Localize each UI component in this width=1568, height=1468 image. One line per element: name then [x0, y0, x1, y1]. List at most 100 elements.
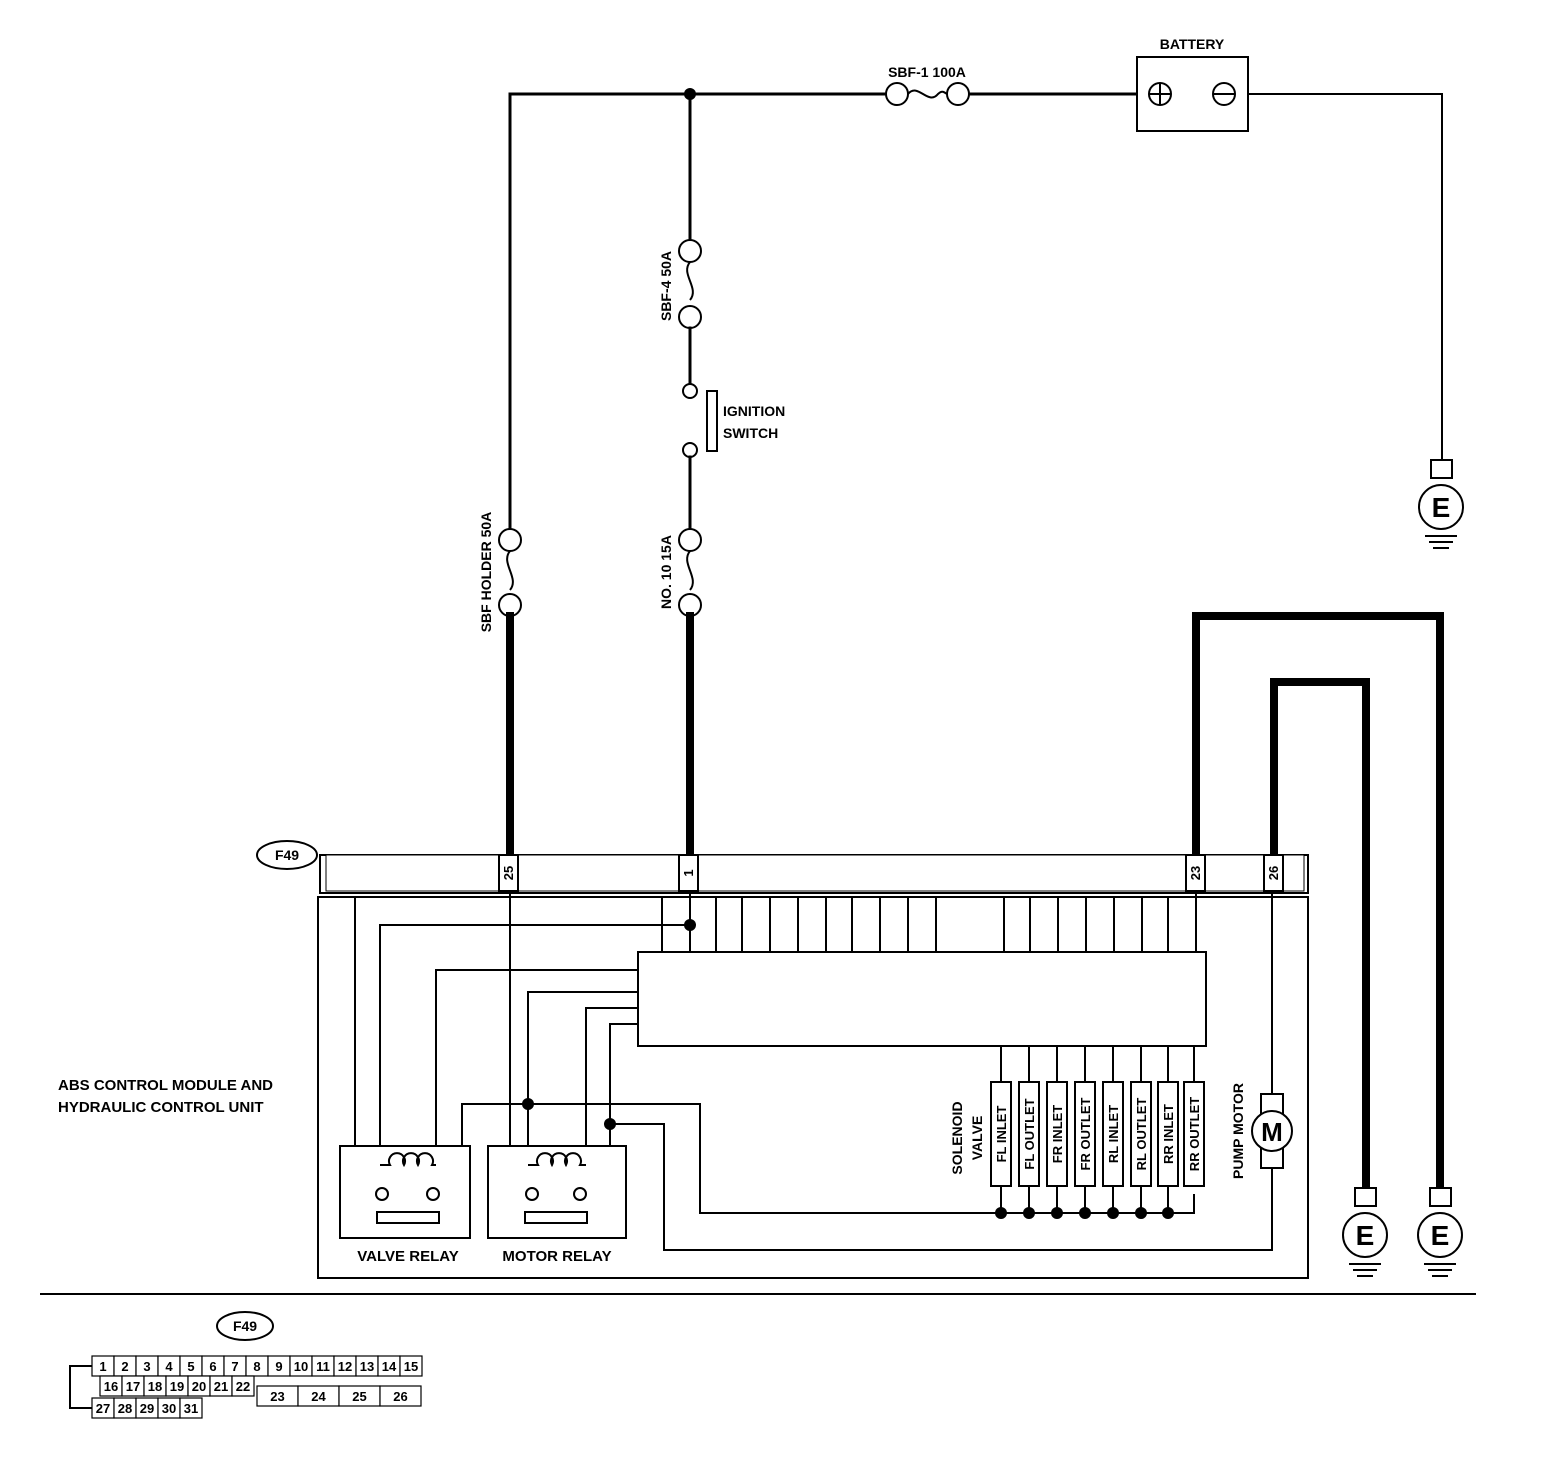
module-label-1: ABS CONTROL MODULE AND	[58, 1077, 273, 1094]
module-label-2: HYDRAULIC CONTROL UNIT	[58, 1099, 264, 1116]
svg-text:2: 2	[121, 1359, 128, 1374]
svg-text:7: 7	[231, 1359, 238, 1374]
svg-text:26: 26	[393, 1389, 407, 1404]
svg-text:15: 15	[404, 1359, 418, 1374]
connector-pin-25: 25	[498, 854, 519, 892]
connector-grid-pin-8: 8	[245, 1355, 269, 1377]
svg-text:FL OUTLET: FL OUTLET	[1022, 1098, 1037, 1169]
ignition-branch: SBF-4 50A IGNITION SWITCH NO. 10 15A	[658, 92, 785, 859]
connector-grid-pin-9: 9	[267, 1355, 291, 1377]
svg-text:5: 5	[187, 1359, 194, 1374]
connector-grid-pin-11: 11	[311, 1355, 335, 1377]
connector-f49-tag: F49	[275, 847, 299, 863]
connector-grid-pin-23: 23	[256, 1385, 299, 1407]
ground-symbol-1: E	[1432, 492, 1451, 523]
svg-text:14: 14	[382, 1359, 397, 1374]
ground-top-right: E	[1418, 459, 1464, 549]
fuse-sbf4-label: SBF-4 50A	[658, 251, 674, 321]
ground-symbol-2: E	[1356, 1220, 1375, 1251]
ground-symbol-3: E	[1431, 1220, 1450, 1251]
svg-text:12: 12	[338, 1359, 352, 1374]
svg-text:23: 23	[1188, 866, 1203, 880]
connector-grid-pin-5: 5	[179, 1355, 203, 1377]
connector-grid-pin-29: 29	[135, 1397, 159, 1419]
pump-motor-label: PUMP MOTOR	[1230, 1083, 1246, 1179]
connector-grid-pin-3: 3	[135, 1355, 159, 1377]
motor-relay-label: MOTOR RELAY	[502, 1248, 611, 1265]
solenoid-label-1: SOLENOID	[949, 1101, 965, 1174]
svg-text:23: 23	[270, 1389, 284, 1404]
svg-text:30: 30	[162, 1401, 176, 1416]
connector-grid-pin-14: 14	[377, 1355, 401, 1377]
connector-grid-pin-2: 2	[113, 1355, 137, 1377]
control-unit-block	[637, 951, 1207, 1047]
connector-grid-pin-17: 17	[121, 1375, 145, 1397]
connector-grid-pin-25: 25	[338, 1385, 381, 1407]
connector-grid-pin-27: 27	[91, 1397, 115, 1419]
connector-grid-tag: F49	[233, 1318, 257, 1334]
svg-text:31: 31	[184, 1401, 198, 1416]
battery: BATTERY	[1136, 36, 1249, 132]
abs-module: ABS CONTROL MODULE AND HYDRAULIC CONTROL…	[58, 893, 1309, 1279]
fuse-holder-label: SBF HOLDER 50A	[478, 512, 494, 633]
svg-text:1: 1	[681, 869, 696, 876]
svg-text:21: 21	[214, 1379, 228, 1394]
solenoid-rl-outlet: RL OUTLET	[1130, 1046, 1152, 1219]
connector-grid-pin-21: 21	[209, 1375, 233, 1397]
connector-grid-pin-30: 30	[157, 1397, 181, 1419]
svg-text:28: 28	[118, 1401, 132, 1416]
motor-symbol: M	[1261, 1117, 1283, 1147]
solenoid-fr-inlet: FR INLET	[1046, 1046, 1068, 1219]
connector-grid-pin-15: 15	[399, 1355, 423, 1377]
solenoid-fl-inlet: FL INLET	[990, 1046, 1012, 1219]
svg-text:25: 25	[501, 866, 516, 880]
svg-text:9: 9	[275, 1359, 282, 1374]
svg-text:RL INLET: RL INLET	[1106, 1105, 1121, 1163]
svg-text:FR OUTLET: FR OUTLET	[1078, 1097, 1093, 1170]
valve-relay-label: VALVE RELAY	[357, 1248, 458, 1265]
connector-pin-23: 23	[1185, 854, 1206, 892]
svg-text:29: 29	[140, 1401, 154, 1416]
connector-grid-pin-28: 28	[113, 1397, 137, 1419]
connector-grid-pin-6: 6	[201, 1355, 225, 1377]
fuse-sbf1-label: SBF-1 100A	[888, 64, 966, 80]
sbf-holder-branch: SBF HOLDER 50A	[478, 512, 522, 859]
svg-text:11: 11	[316, 1359, 330, 1374]
connector-grid-pin-24: 24	[297, 1385, 340, 1407]
svg-text:RR OUTLET: RR OUTLET	[1187, 1097, 1202, 1171]
solenoid-valves: SOLENOID VALVE FL INLET FL OUTLET	[949, 1046, 1205, 1219]
connector-pin-1: 1	[678, 854, 699, 892]
control-input-lines	[661, 893, 1197, 952]
connector-grid-pin-19: 19	[165, 1375, 189, 1397]
svg-text:1: 1	[99, 1359, 106, 1374]
svg-text:FR INLET: FR INLET	[1050, 1105, 1065, 1164]
top-power-bus	[508, 88, 1443, 532]
svg-text:17: 17	[126, 1379, 140, 1394]
fuse-sbf1: SBF-1 100A	[885, 64, 970, 106]
connector-grid-pin-10: 10	[289, 1355, 313, 1377]
connector-pin-26: 26	[1263, 854, 1284, 892]
valve-relay: VALVE RELAY	[339, 1145, 471, 1265]
svg-text:3: 3	[143, 1359, 150, 1374]
svg-text:RR INLET: RR INLET	[1161, 1104, 1176, 1164]
svg-text:4: 4	[165, 1359, 173, 1374]
svg-text:22: 22	[236, 1379, 250, 1394]
svg-text:24: 24	[311, 1389, 326, 1404]
connector-f49: F49 25 1 23 26	[256, 840, 1309, 894]
ground-bottom-1: E	[1342, 1187, 1388, 1277]
svg-text:20: 20	[192, 1379, 206, 1394]
svg-text:16: 16	[104, 1379, 118, 1394]
connector-grid-pin-16: 16	[99, 1375, 123, 1397]
svg-text:8: 8	[253, 1359, 260, 1374]
ignition-label-1: IGNITION	[723, 403, 785, 419]
solenoid-label-2: VALVE	[969, 1116, 985, 1161]
connector-grid-pin-1: 1	[91, 1355, 115, 1377]
svg-text:19: 19	[170, 1379, 184, 1394]
pump-motor: M PUMP MOTOR	[1230, 893, 1293, 1179]
fuse-no10-label: NO. 10 15A	[658, 535, 674, 609]
connector-grid-pin-31: 31	[179, 1397, 203, 1419]
solenoid-rl-inlet: RL INLET	[1102, 1046, 1124, 1219]
connector-grid-pin-26: 26	[379, 1385, 422, 1407]
svg-text:26: 26	[1266, 866, 1281, 880]
